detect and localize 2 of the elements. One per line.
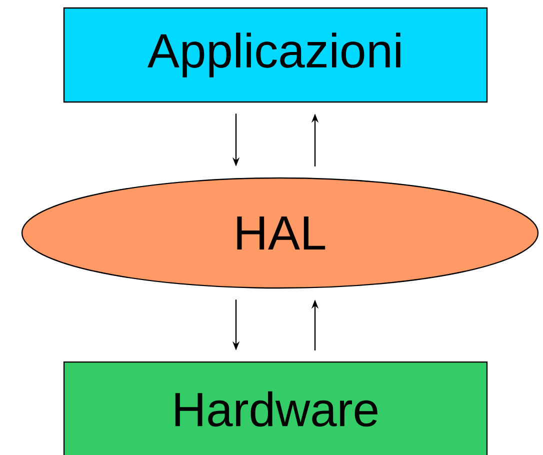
process-box: Hardware	[63, 361, 488, 455]
process-box: Applicazioni	[63, 7, 488, 103]
